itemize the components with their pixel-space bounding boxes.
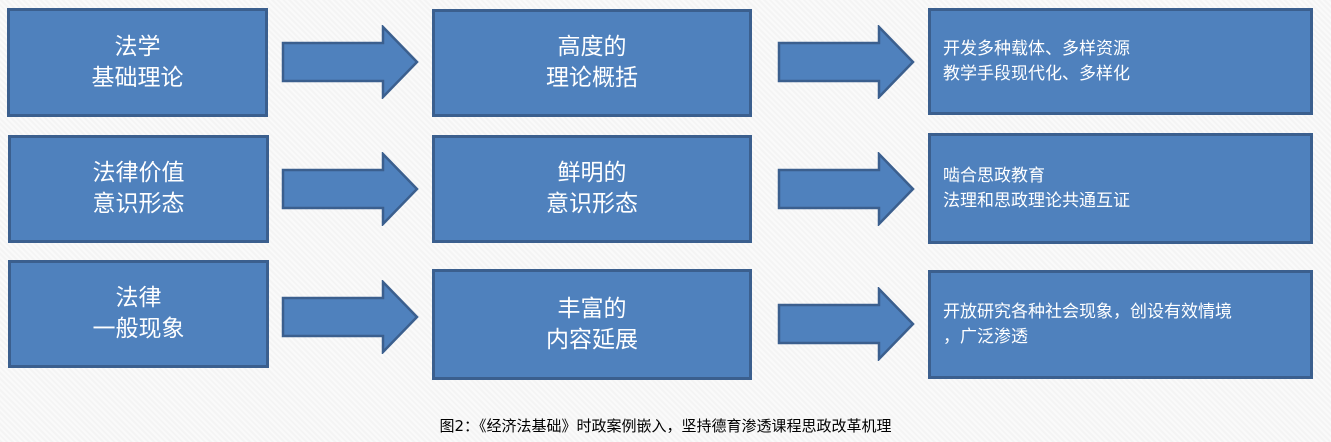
box-text: 意识形态 <box>546 191 638 217</box>
box-text: 鲜明的 <box>557 160 627 186</box>
box-text: 法律 <box>115 285 162 311</box>
box-text: 啮合思政教育 <box>943 165 1045 186</box>
box-text: ，广泛渗透 <box>943 326 1028 347</box>
right-arrow-icon <box>281 280 419 354</box>
left-box-2: 法律价值意识形态 <box>8 135 269 243</box>
box-text: 意识形态 <box>92 191 185 217</box>
middle-box-2: 鲜明的意识形态 <box>432 135 752 243</box>
box-text: 法学 <box>114 33 161 60</box>
left-box-3: 法律一般现象 <box>8 260 269 368</box>
figure-caption: 图2：《经济法基础》时政案例嵌入，坚持德育渗透课程思政改革机理 <box>439 417 892 435</box>
box-text: 法理和思政理论共通互证 <box>943 190 1130 211</box>
box-text: 开放研究各种社会现象，创设有效情境 <box>943 301 1232 322</box>
box-text: 开发多种载体、多样资源 <box>943 38 1130 59</box>
middle-box-3: 丰富的内容延展 <box>432 269 752 380</box>
right-arrow-icon <box>777 25 915 99</box>
middle-box-1: 高度的理论概括 <box>432 9 752 117</box>
right-box-3: 开放研究各种社会现象，创设有效情境 ，广泛渗透 <box>928 270 1313 379</box>
box-text: 教学手段现代化、多样化 <box>943 63 1130 84</box>
box-text: 理论概括 <box>546 65 638 91</box>
box-text: 高度的 <box>557 34 627 60</box>
right-arrow-icon <box>777 287 915 361</box>
left-box-1: 法学基础理论 <box>7 8 268 117</box>
right-box-2: 啮合思政教育法理和思政理论共通互证 <box>928 133 1313 244</box>
box-text: 内容延展 <box>546 326 638 353</box>
right-arrow-icon <box>777 152 915 226</box>
right-arrow-icon <box>281 25 419 99</box>
box-text: 基础理论 <box>91 64 184 91</box>
right-box-1: 开发多种载体、多样资源教学手段现代化、多样化 <box>928 8 1313 115</box>
box-text: 一般现象 <box>92 316 185 342</box>
box-text: 丰富的 <box>557 295 627 322</box>
right-arrow-icon <box>281 152 419 226</box>
box-text: 法律价值 <box>92 160 185 186</box>
